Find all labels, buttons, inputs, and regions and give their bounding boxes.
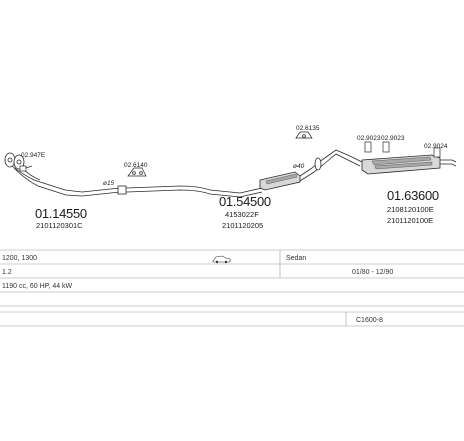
accessory-a2-label: 02.6140: [124, 162, 148, 169]
part-middle-ref2: 2101120205: [222, 221, 263, 230]
part-rear-ref2: 2101120100E: [387, 216, 433, 225]
part-front-number: 01.14550: [35, 206, 87, 221]
part-front-code: 2101120301C: [36, 221, 83, 230]
part-rear-ref1: 2108120100E: [387, 205, 434, 214]
hanger-rear-3-icon: [433, 147, 441, 158]
years-text: 01/80 - 12/90: [352, 269, 393, 276]
engine-spec-text: 1190 cc, 60 HP, 44 kW: [2, 283, 73, 290]
catalog-number-text: C1600-8: [356, 317, 383, 324]
rear-muffler-icon: [361, 154, 441, 175]
hanger-rear-1-icon: [364, 141, 372, 153]
diameter-d2-label: ø40: [293, 163, 305, 170]
diameter-d1-label: ø15: [103, 180, 115, 187]
connection-flange-icon: [314, 157, 322, 171]
middle-section: [125, 149, 363, 198]
accessory-a5-label: 02.9023: [381, 135, 405, 142]
front-pipe: [4, 152, 127, 197]
accessory-a1-label: 02.947E: [21, 152, 46, 159]
accessory-a6-label: 02.9024: [424, 143, 448, 150]
trim-text: 1.2: [2, 269, 12, 276]
clamp-front-icon: [19, 165, 33, 172]
hanger-middle-icon: [127, 167, 147, 177]
part-middle-number: 01.54500: [219, 194, 271, 209]
accessory-a4-label: 02.9023: [357, 135, 381, 142]
part-middle-ref1: 4153022F: [225, 210, 259, 219]
vehicle-info-table: 1200, 1300 Sedan 1.2 01/80 - 12/90 1190 …: [0, 249, 464, 327]
accessory-a3-label: 02.6135: [296, 125, 320, 132]
hanger-rear-mid-icon: [295, 131, 313, 139]
part-rear-number: 01.63600: [387, 188, 439, 203]
body-type-text: Sedan: [286, 255, 306, 262]
hanger-rear-2-icon: [382, 141, 390, 153]
rear-section: [361, 154, 457, 175]
sedan-car-icon: [212, 255, 231, 264]
manifold-flange-icon: [4, 152, 25, 170]
engine-text: 1200, 1300: [2, 255, 37, 262]
middle-muffler-icon: [259, 171, 301, 191]
